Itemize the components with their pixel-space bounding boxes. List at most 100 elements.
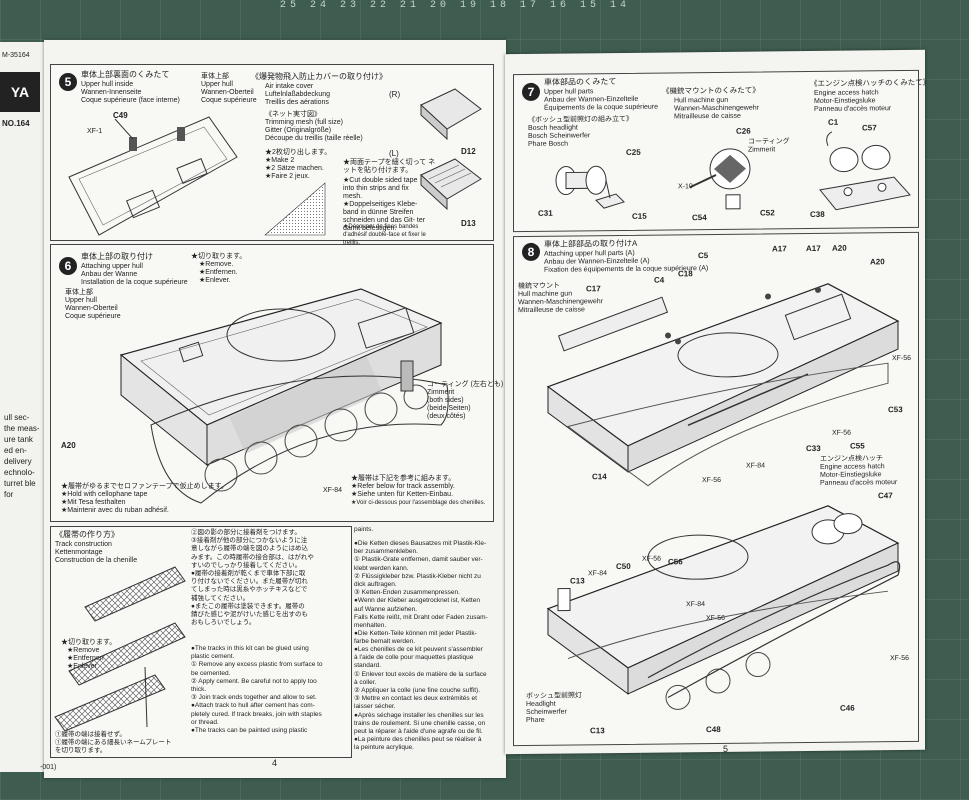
part-label: A17: [772, 244, 787, 254]
page-number: 4: [272, 758, 278, 768]
part-label: C13: [590, 726, 605, 736]
instruction-page-4: 5 車体上部裏面のくみたて Upper hull inside Wannen-I…: [40, 40, 506, 778]
remove-note-fr: ★Enlever.: [199, 277, 231, 284]
step-5-panel: 5 車体上部裏面のくみたて Upper hull inside Wannen-I…: [50, 64, 494, 246]
coating-label-en: (both sides): [427, 397, 464, 404]
track-step-jp-1: ①履帯の端は接着せず。: [55, 731, 126, 738]
part-label: C38: [810, 209, 825, 220]
part-label: C15: [632, 211, 647, 221]
part-label: C50: [616, 561, 631, 572]
refer-note-jp: ★履帯は下記を参考に組みます。: [351, 475, 456, 482]
step-title-fr: Installation de la coque supérieure: [81, 279, 188, 286]
upper-hull-parts-a-drawing: [546, 283, 900, 487]
air-cover-title-de: Luftelnlaßabdeckung: [265, 91, 330, 98]
part-label: C13: [570, 576, 585, 586]
paint-label: XF-56: [642, 555, 662, 563]
paint-label: XF-56: [890, 654, 910, 663]
mesh-title-fr: Découpe du treillis (taille réelle): [265, 135, 363, 142]
paint-label: XF-84: [746, 462, 766, 470]
step-8-panel: 8 車体上部部品の取り付けA Attaching upper hull part…: [513, 231, 919, 747]
part-label: A20: [61, 441, 76, 450]
mat-ruler: 25 24 23 22 21 20 19 18 17 16 15 14: [280, 0, 631, 11]
track-title-fr: Construction de la chenille: [55, 557, 138, 564]
part-label: D13: [461, 219, 476, 228]
step-title-jp: 車体部品のくみたて: [544, 77, 617, 87]
part-label: C33: [806, 443, 821, 454]
part-label: C17: [586, 284, 601, 294]
step-title-fr: Équipements de la coque supérieure: [544, 103, 659, 112]
hatch-label-fr: Panneau d'accès moteur: [820, 479, 898, 487]
tape-note-de: ★Doppelseitiges Klebe- band in dünne Str…: [343, 201, 426, 232]
part-label: C55: [850, 441, 865, 451]
headlight-title-jp: 《ボッシュ型前照灯の組み立て》: [528, 115, 633, 124]
step-number: 7: [522, 82, 540, 102]
track-construction-panel: 《履帯の作り方》 Track construction Kettenmontag…: [50, 526, 352, 758]
step-title-de: Wannen-Innenseite: [81, 89, 142, 96]
hold-note-de: ★Mit Tesa festhalten: [61, 499, 126, 506]
mesh-title-de: Gitter (Originalgröße): [265, 127, 332, 134]
refer-note-fr: ★Voir ci-dessous pour l'assemblage des c…: [351, 500, 486, 506]
part-label: C5: [698, 251, 709, 261]
make-two-note-fr: ★Faire 2 jeux.: [265, 173, 310, 180]
part-label: C56: [668, 557, 683, 567]
part-label: C49: [113, 111, 128, 120]
paint-label: XF-56: [892, 354, 912, 363]
make-two-note-en: ★Make 2: [265, 157, 295, 164]
air-cover-title-fr: Treillis des aérations: [265, 99, 329, 106]
track-links-drawing: [54, 566, 186, 732]
footer-code: -001): [40, 764, 57, 771]
step-title-en: Upper hull inside: [81, 81, 134, 88]
upper-hull-label-de: Wannen-Oberteil: [201, 89, 254, 96]
engine-hatch-drawing: [819, 131, 911, 211]
headlight-label-de: Scheinwerfer: [526, 708, 567, 716]
track-remove-jp: ★切り取ります。: [61, 639, 117, 646]
step-title-fr: Coque supérieure (face interne): [81, 97, 180, 104]
upper-hull-label-en: Upper hull: [201, 81, 233, 88]
upper-hull-parts-b-drawing: [546, 505, 901, 710]
mesh-template: [264, 182, 326, 236]
track-remove-de: ★Entfernen: [67, 655, 104, 662]
part-label: C4: [654, 275, 665, 285]
make-two-note-jp: ★2枚切り出します。: [265, 149, 332, 156]
page-number: 5: [723, 743, 729, 754]
track-title-en: Track construction: [55, 541, 112, 548]
hatch-title-jp: 《エンジン点検ハッチのくみたて》: [810, 77, 931, 89]
headlight-title-fr: Phare Bosch: [528, 140, 569, 148]
brand-logo: YA: [0, 72, 40, 112]
left-side-label: (L): [389, 149, 399, 158]
part-label: C54: [692, 213, 707, 223]
part-label: C18: [678, 269, 693, 279]
track-title-de: Kettenmontage: [55, 549, 103, 556]
make-two-note-de: ★2 Sätze machen.: [265, 165, 324, 172]
part-label: X-10: [678, 183, 693, 191]
coating-label-fr: (deux côtés): [427, 413, 466, 420]
track-text-jp: ②図の影の部分に接着剤をつけます。 ③接着剤が他の部分につかないように注 意しな…: [191, 529, 314, 627]
part-label: A20: [832, 243, 847, 253]
refer-note-de: ★Siehe unten für Ketten-Einbau.: [351, 491, 454, 498]
right-side-label: (R): [389, 90, 401, 99]
headlight-drawing: [555, 165, 625, 209]
air-cover-title-en: Air intake cover: [265, 83, 314, 90]
part-label: A20: [870, 257, 885, 267]
paint-label: XF-56: [832, 429, 852, 437]
step-7-panel: 7 車体部品のくみたて Upper hull parts Anbau der W…: [513, 69, 930, 233]
coating-label-de2: (beide Seiten): [427, 405, 471, 412]
air-intake-covers-drawing: [420, 88, 482, 211]
part-label: D12: [461, 147, 476, 156]
hull-assembly-drawing: [119, 288, 449, 504]
remove-note-jp: ★切り取ります。: [191, 253, 247, 260]
remove-note-de: ★Entfernen.: [199, 269, 238, 276]
part-label: C57: [862, 123, 877, 133]
step-number: 6: [59, 257, 77, 275]
part-label: C46: [840, 703, 855, 713]
part-label: C1: [828, 117, 839, 127]
step-title-jp: 車体上部裏面のくみたて: [81, 70, 170, 79]
step-title-de: Anbau der Wanne: [81, 271, 138, 278]
previous-page-edge: M-35164 YA NO.164 ull sec- the meas- ure…: [0, 42, 46, 772]
previous-page-text: ull sec- the meas- ure tank ed en- deliv…: [4, 413, 40, 499]
mesh-title-en: Trimming mesh (full size): [265, 119, 343, 126]
page-code: M-35164: [2, 52, 30, 59]
step-number: 8: [522, 242, 540, 262]
instruction-page-5: 7 車体部品のくみたて Upper hull parts Anbau der W…: [505, 49, 930, 755]
mg-title-fr: Mitrailleuse de caisse: [674, 112, 741, 121]
